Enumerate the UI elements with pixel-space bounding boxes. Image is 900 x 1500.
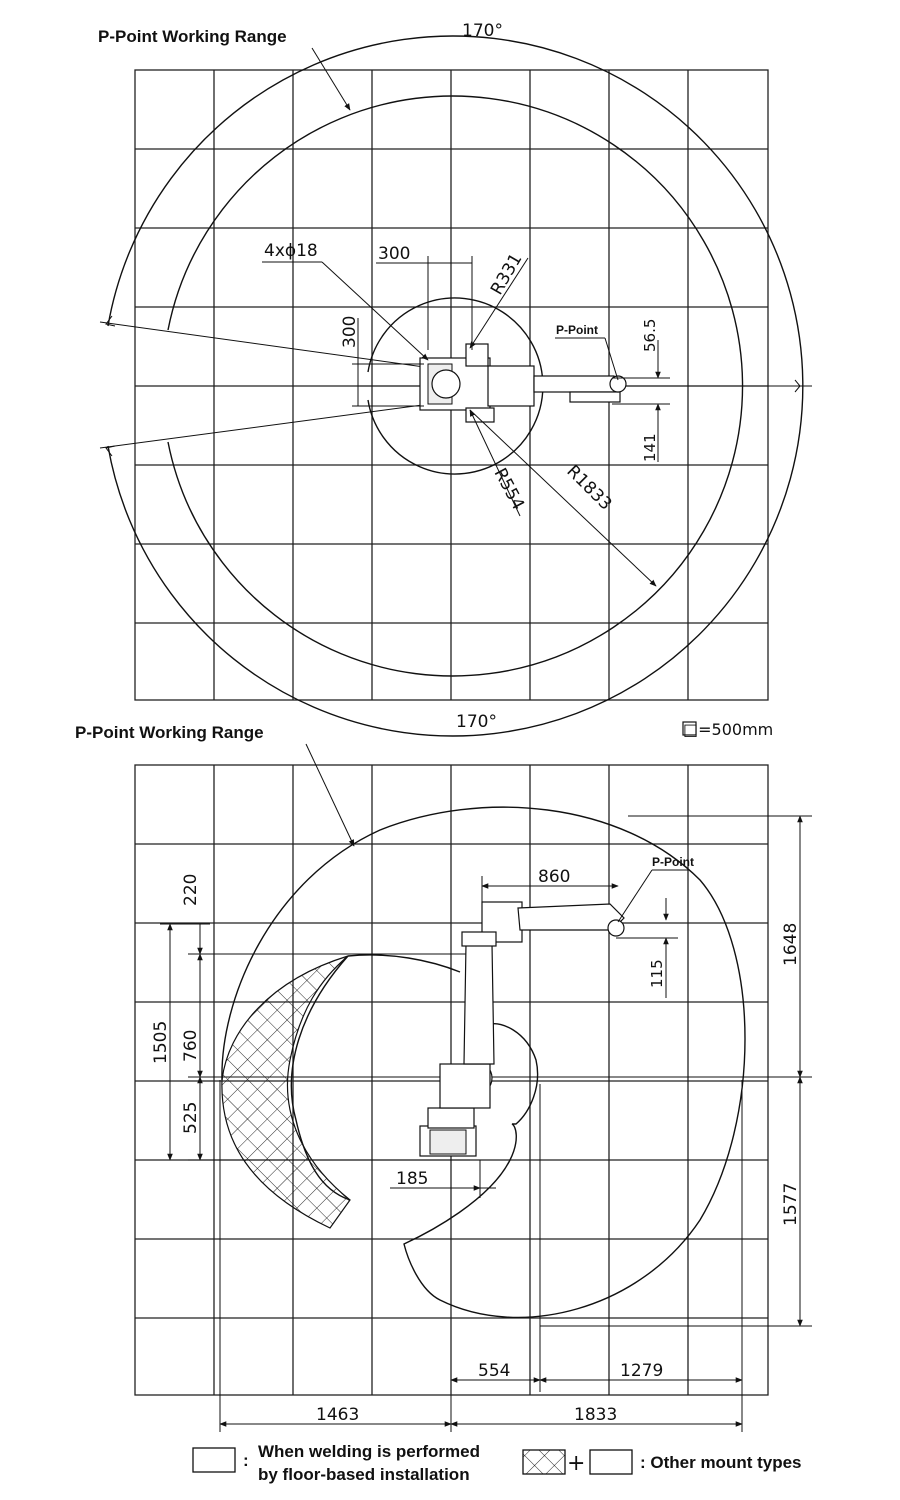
side-working-range-leader: [305, 743, 355, 847]
scale-note: □=500mm: [683, 720, 773, 739]
angle-top-label: 170°: [462, 21, 503, 41]
dim-1463: 1463: [316, 1405, 359, 1425]
legend-other-text: : Other mount types: [640, 1453, 802, 1472]
r554-leader: [469, 409, 521, 517]
top-view-grid: [134, 69, 769, 701]
legend-blank-box-2: [589, 1449, 633, 1475]
dim-525: 525: [181, 1102, 201, 1134]
dim-300-vertical: 300: [340, 316, 360, 348]
hole-label: 4xϕ18: [264, 241, 318, 261]
dim-554: 554: [478, 1361, 510, 1381]
dim-1833: 1833: [574, 1405, 617, 1425]
robot-top-view: [419, 343, 627, 423]
scale-square-icon: [682, 721, 697, 736]
legend-hatched-box: [522, 1449, 566, 1475]
limit-line-lower: [99, 399, 461, 449]
legend-plus: +: [567, 1451, 585, 1476]
hole-leader-b: [321, 261, 429, 361]
top-working-range-leader: [311, 47, 351, 111]
top-p-point-label: P-Point: [556, 323, 598, 337]
r331-leader: [469, 257, 529, 349]
dim-220: 220: [181, 874, 201, 906]
side-view: P-Point 860 115 220 760 525 1505 185 164…: [75, 723, 812, 1432]
dim-56-5: 56.5: [641, 319, 659, 352]
side-p-point-label: P-Point: [652, 855, 694, 869]
angle-arrow-right: [794, 379, 801, 393]
top-p-point-leader-b: [604, 337, 619, 381]
angle-bottom-label: 170°: [456, 712, 497, 732]
angle-arrow-lower-left: [105, 445, 116, 457]
dim-1505: 1505: [151, 1021, 171, 1064]
legend-floor-text-line1: When welding is performed: [258, 1442, 480, 1461]
inner-range-arc: [167, 95, 744, 677]
angle-arrow-upper-left: [105, 315, 116, 327]
r1833-label: R1833: [562, 461, 615, 514]
hatched-mount-region: [221, 955, 351, 1229]
dim-1648: 1648: [781, 923, 801, 966]
dim-185: 185: [396, 1169, 428, 1189]
legend-colon: :: [243, 1451, 249, 1470]
robot-side-view: [419, 901, 625, 1157]
r554-label: R554: [490, 465, 528, 513]
side-p-point-leader-b: [617, 869, 653, 923]
dim-860: 860: [538, 867, 570, 887]
top-view: P-Point 56.5 141 300 300 4xϕ18 R331 R554…: [98, 21, 812, 737]
dim-115: 115: [648, 959, 666, 988]
dim-300-horizontal: 300: [378, 244, 410, 264]
r1833-leader: [469, 409, 657, 587]
outer-range-arc: [107, 35, 804, 737]
working-range-envelope: [221, 806, 746, 1319]
dim-1577: 1577: [781, 1183, 801, 1226]
dim-141: 141: [641, 433, 659, 462]
legend: : When welding is performed by floor-bas…: [192, 1442, 802, 1484]
side-working-range-label: P-Point Working Range: [75, 723, 264, 742]
top-working-range-label: P-Point Working Range: [98, 27, 287, 46]
legend-blank-box: [192, 1447, 236, 1473]
dim-760: 760: [181, 1030, 201, 1062]
legend-floor-text-line2: by floor-based installation: [258, 1465, 470, 1484]
dim-1279: 1279: [620, 1361, 663, 1381]
r331-label: R331: [487, 250, 526, 298]
